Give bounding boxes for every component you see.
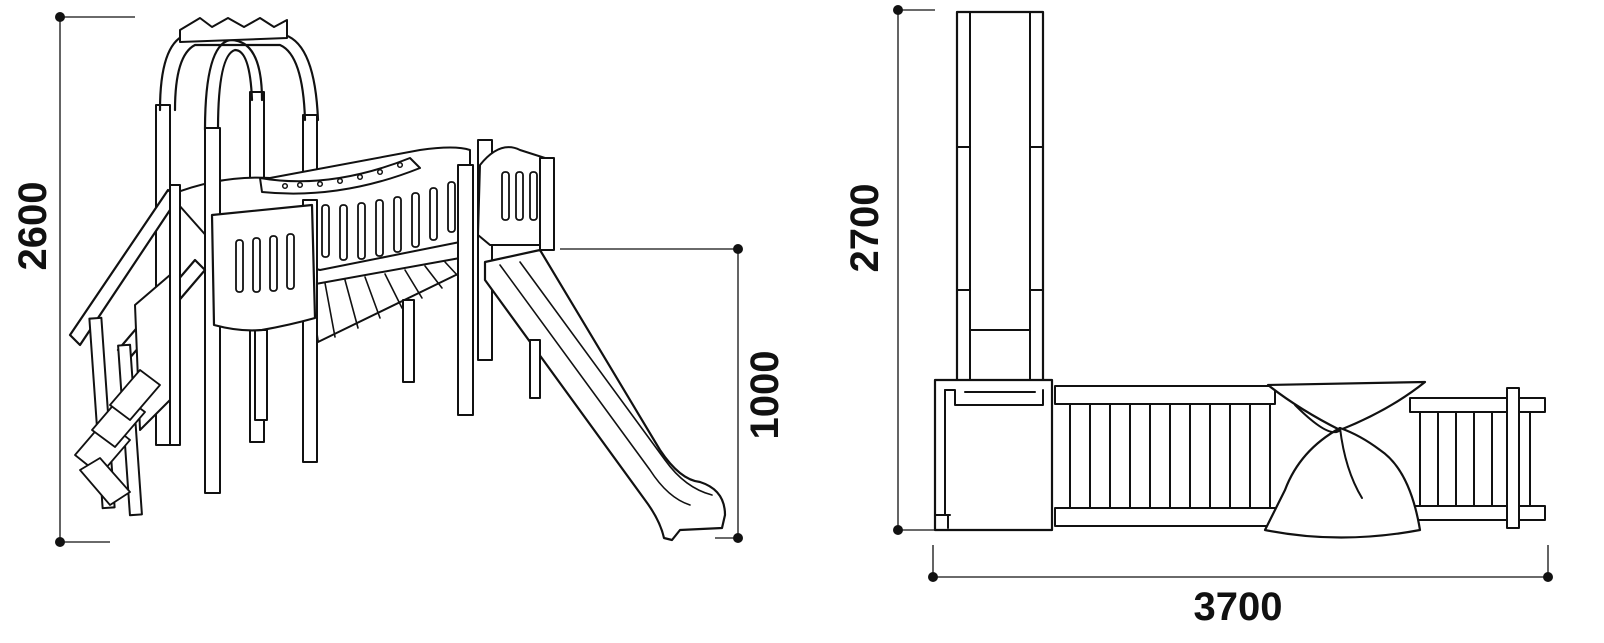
dimension-label-2700: 2700 — [843, 184, 887, 273]
front-panel — [204, 127, 318, 494]
dimension-label-1000: 1000 — [743, 351, 787, 440]
slide — [483, 248, 727, 542]
dimension-label-3700: 3700 — [1194, 585, 1283, 629]
ladder — [68, 184, 207, 517]
tower-platform-top-view — [933, 378, 1054, 532]
dimension-platform-height: 1000 — [560, 244, 787, 543]
ladder-top-view — [955, 10, 1045, 384]
dimension-depth: 2700 — [843, 5, 935, 535]
bridge-deck — [309, 257, 463, 383]
top-view: 2700 3700 — [843, 5, 1553, 629]
slide-section-top-view — [1263, 380, 1546, 539]
isometric-view: 2600 1000 — [11, 12, 787, 547]
bridge-top-view — [1054, 385, 1296, 527]
dimension-label-2600: 2600 — [11, 182, 55, 271]
dimension-width: 3700 — [928, 545, 1553, 629]
slide-tower — [457, 139, 555, 416]
dimension-height-total: 2600 — [11, 12, 135, 547]
